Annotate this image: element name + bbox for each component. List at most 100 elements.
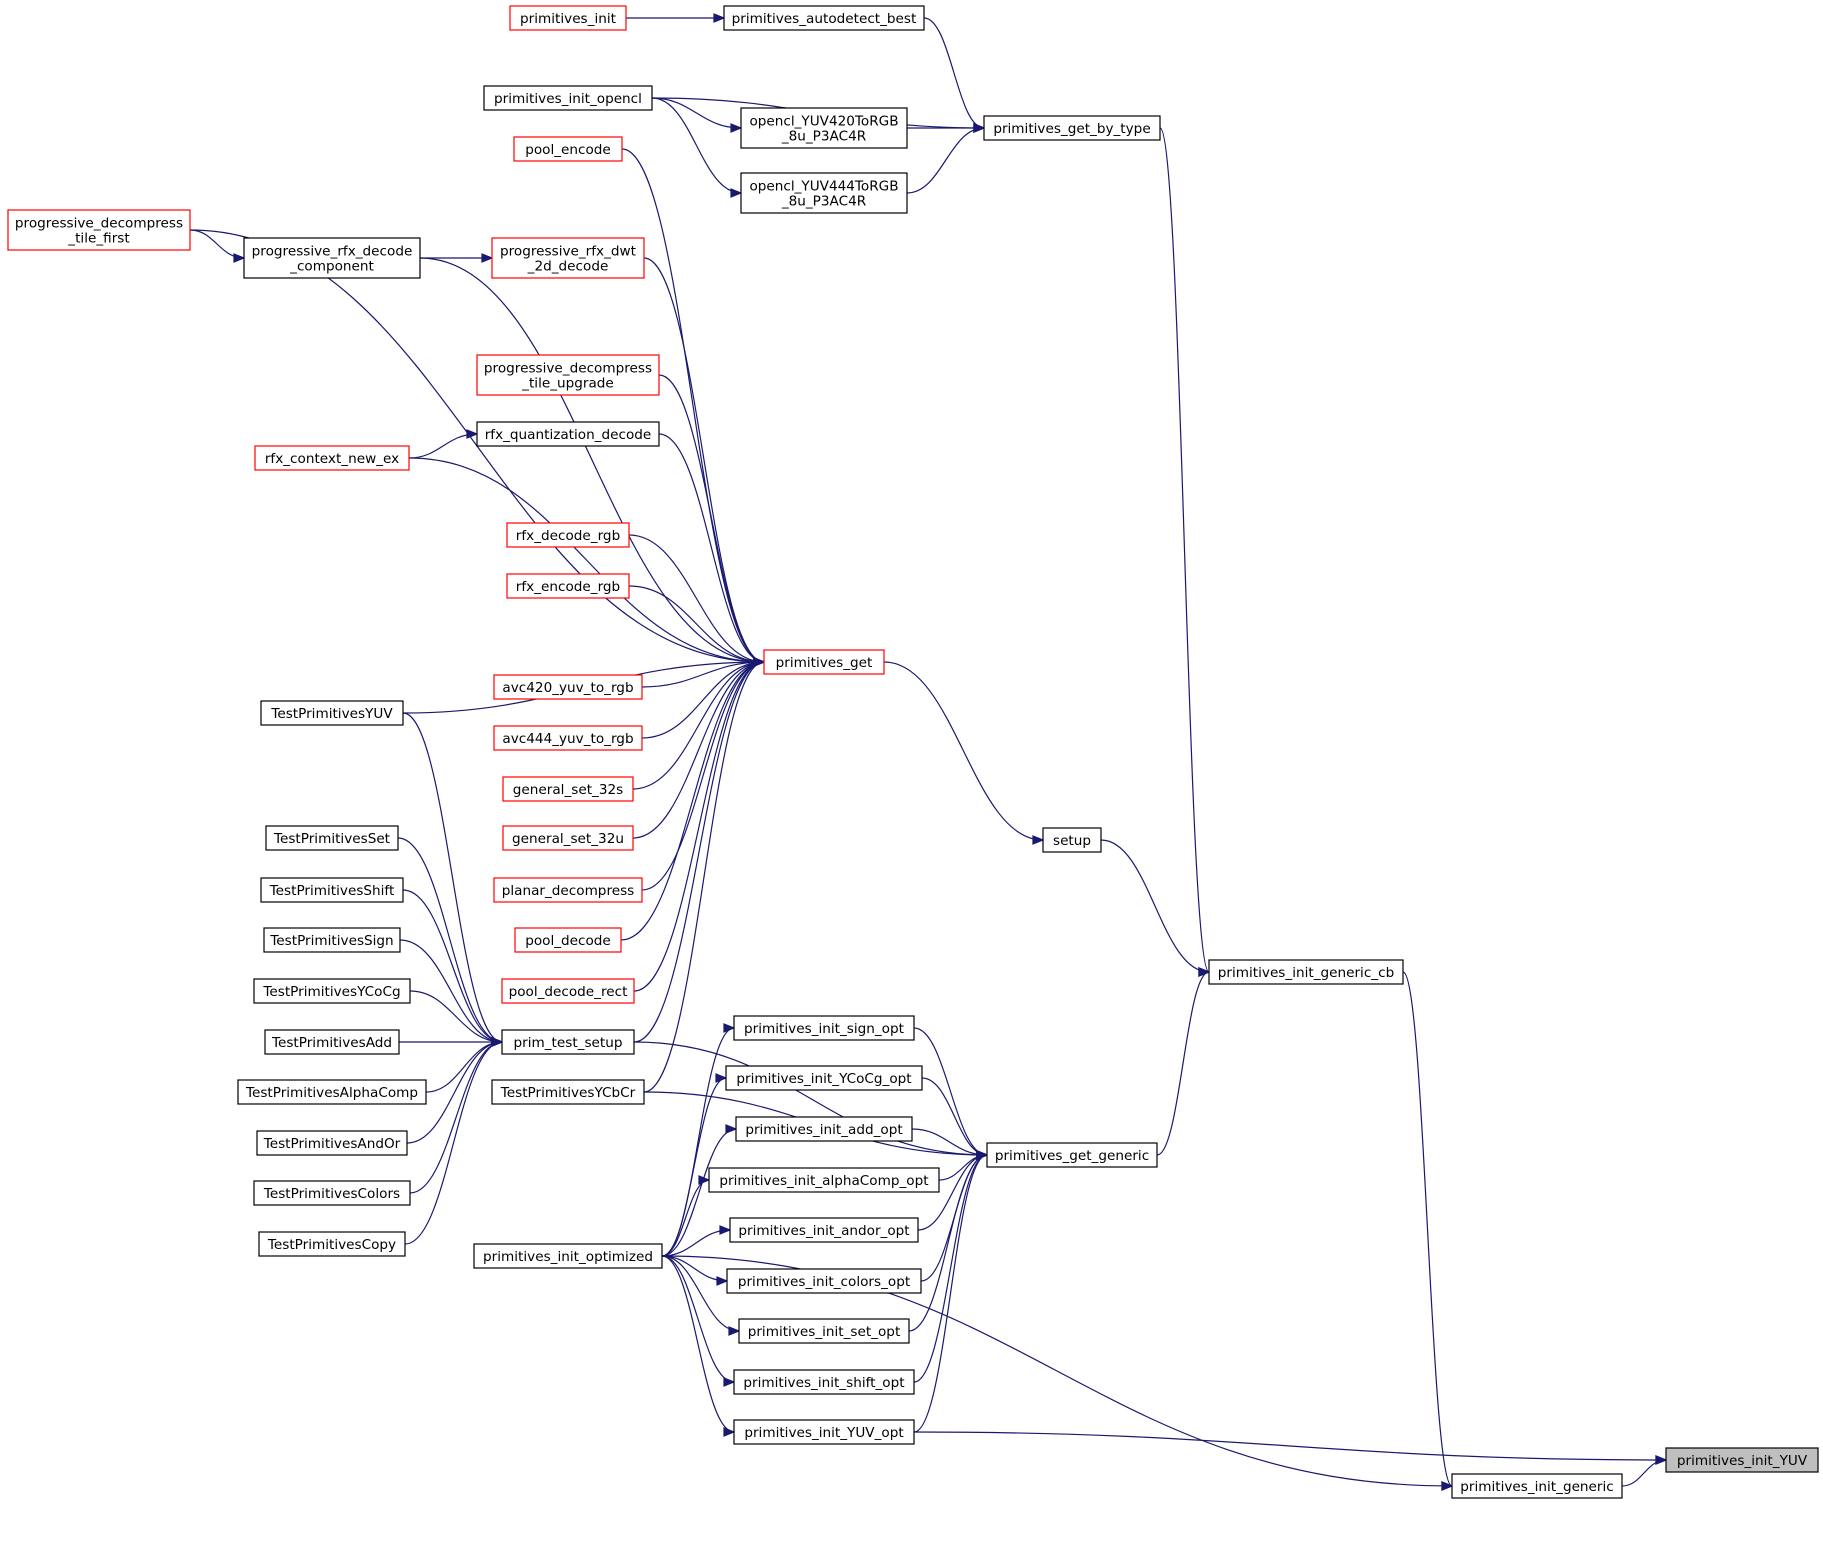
node-testprimitivesalphacomp[interactable]: TestPrimitivesAlphaComp: [237, 1079, 427, 1105]
node-box: [502, 825, 634, 851]
node-label: primitives_init_generic: [1460, 1479, 1614, 1495]
node-box: [1042, 827, 1102, 853]
node-testprimitivescopy[interactable]: TestPrimitivesCopy: [258, 1231, 406, 1257]
node-testprimitivessign[interactable]: TestPrimitivesSign: [263, 927, 401, 953]
node-pool-decode-rect[interactable]: pool_decode_rect: [501, 978, 635, 1004]
node-box: [491, 237, 645, 279]
edge-testprimitivesyuv-to-prim-test-setup: [402, 712, 504, 1047]
node-primitives-get-by-type[interactable]: primitives_get_by_type: [983, 115, 1161, 141]
node-box: [509, 5, 627, 31]
node-label: avc444_yuv_to_rgb: [502, 731, 633, 747]
node-box: [260, 877, 404, 903]
node-avc420-yuv-to-rgb[interactable]: avc420_yuv_to_rgb: [493, 674, 643, 700]
node-testprimitivesshift[interactable]: TestPrimitivesShift: [260, 877, 404, 903]
node-testprimitivesset[interactable]: TestPrimitivesSet: [265, 825, 399, 851]
node-box: [254, 445, 410, 471]
node-box: [253, 978, 411, 1004]
node-pool-encode[interactable]: pool_encode: [513, 136, 623, 162]
edge-primitives-init-generic-cb-to-primitives-init-generic: [1402, 971, 1454, 1491]
node-box: [733, 1015, 915, 1041]
edge-primitives-init-optimized-to-primitives-init-set-opt: [661, 1255, 741, 1336]
node-general-set-32s[interactable]: general_set_32s: [502, 776, 634, 802]
node-box: [501, 1029, 635, 1055]
node-testprimitivesadd[interactable]: TestPrimitivesAdd: [264, 1029, 400, 1055]
node-primitives-init-shift-opt[interactable]: primitives_init_shift_opt: [733, 1369, 915, 1395]
node-label: primitives_autodetect_best: [732, 11, 917, 27]
node-primitives-init-set-opt[interactable]: primitives_init_set_opt: [738, 1318, 910, 1344]
node-primitives-init-ycocg-opt[interactable]: primitives_init_YCoCg_opt: [725, 1065, 923, 1091]
node-label: _tile_first: [67, 231, 129, 247]
node-label: planar_decompress: [502, 883, 635, 899]
node-primitives-get[interactable]: primitives_get: [763, 649, 885, 675]
node-label: primitives_init_generic_cb: [1218, 965, 1394, 981]
node-label: primitives_init_add_opt: [745, 1122, 902, 1138]
node-testprimitivesyuv[interactable]: TestPrimitivesYUV: [260, 700, 404, 726]
node-primitives-init-yuv-opt[interactable]: primitives_init_YUV_opt: [733, 1419, 915, 1445]
node-primitives-init-colors-opt[interactable]: primitives_init_colors_opt: [726, 1268, 922, 1294]
edge-progressive-rfx-dwt-2d-decode-to-primitives-get: [643, 257, 766, 667]
edge-rfx-context-new-ex-to-primitives-get: [408, 457, 766, 667]
node-label: rfx_encode_rgb: [516, 579, 620, 595]
node-opencl-yuv420torgb-8u-p3ac4r[interactable]: opencl_YUV420ToRGB_8u_P3AC4R: [740, 107, 908, 149]
node-label: primitives_init_shift_opt: [743, 1375, 904, 1391]
node-label: general_set_32u: [512, 831, 624, 847]
node-primitives-autodetect-best[interactable]: primitives_autodetect_best: [723, 5, 925, 31]
node-primitives-init[interactable]: primitives_init: [509, 5, 627, 31]
node-pool-decode[interactable]: pool_decode: [514, 927, 622, 953]
edge-testprimitivesshift-to-prim-test-setup: [402, 889, 504, 1047]
node-label: primitives_init_colors_opt: [738, 1274, 910, 1290]
node-rfx-quantization-decode[interactable]: rfx_quantization_decode: [476, 421, 660, 447]
node-primitives-init-andor-opt[interactable]: primitives_init_andor_opt: [729, 1217, 919, 1243]
node-progressive-decompress-tile-upgrade[interactable]: progressive_decompress_tile_upgrade: [476, 354, 660, 396]
node-primitives-get-generic[interactable]: primitives_get_generic: [986, 1142, 1158, 1168]
node-testprimitivescolors[interactable]: TestPrimitivesColors: [253, 1180, 411, 1206]
node-progressive-rfx-dwt-2d-decode[interactable]: progressive_rfx_dwt_2d_decode: [491, 237, 645, 279]
node-avc444-yuv-to-rgb[interactable]: avc444_yuv_to_rgb: [493, 725, 643, 751]
node-rfx-decode-rgb[interactable]: rfx_decode_rgb: [506, 522, 630, 548]
edge-primitives-init-sign-opt-to-primitives-get-generic: [913, 1027, 989, 1160]
node-box: [726, 1268, 922, 1294]
node-box: [263, 927, 401, 953]
node-rfx-encode-rgb[interactable]: rfx_encode_rgb: [506, 573, 630, 599]
node-testprimitivesandor[interactable]: TestPrimitivesAndOr: [256, 1130, 408, 1156]
node-setup[interactable]: setup: [1042, 827, 1102, 853]
node-label: opencl_YUV420ToRGB: [749, 114, 898, 130]
node-label: progressive_rfx_decode: [252, 244, 413, 260]
node-planar-decompress[interactable]: planar_decompress: [493, 877, 643, 903]
node-primitives-init-optimized[interactable]: primitives_init_optimized: [473, 1243, 663, 1269]
node-primitives-init-generic-cb[interactable]: primitives_init_generic_cb: [1208, 959, 1404, 985]
node-primitives-init-opencl[interactable]: primitives_init_opencl: [483, 85, 653, 111]
node-primitives-init-yuv[interactable]: primitives_init_YUV: [1665, 1447, 1819, 1473]
node-opencl-yuv444torgb-8u-p3ac4r[interactable]: opencl_YUV444ToRGB_8u_P3AC4R: [740, 172, 908, 214]
edge-prim-test-setup-to-primitives-get: [633, 657, 766, 1043]
node-primitives-init-alphacomp-opt[interactable]: primitives_init_alphaComp_opt: [708, 1167, 940, 1193]
node-testprimitivesycbcr[interactable]: TestPrimitivesYCbCr: [491, 1079, 645, 1105]
node-label: TestPrimitivesShift: [269, 883, 395, 899]
node-box: [1665, 1447, 1819, 1473]
node-primitives-init-generic[interactable]: primitives_init_generic: [1451, 1473, 1623, 1499]
node-label: primitives_init_set_opt: [748, 1324, 901, 1340]
node-progressive-decompress-tile-first[interactable]: progressive_decompress_tile_first: [7, 209, 191, 251]
node-box: [265, 825, 399, 851]
node-box: [729, 1217, 919, 1243]
node-box: [725, 1065, 923, 1091]
node-general-set-32u[interactable]: general_set_32u: [502, 825, 634, 851]
edge-testprimitivescolors-to-prim-test-setup: [409, 1037, 504, 1194]
edge-primitives-init-optimized-to-primitives-init-yuv-opt: [661, 1255, 736, 1437]
node-prim-test-setup[interactable]: prim_test_setup: [501, 1029, 635, 1055]
node-box: [237, 1079, 427, 1105]
edge-primitives-init-yuv-opt-to-primitives-init-yuv: [913, 1431, 1668, 1465]
node-rfx-context-new-ex[interactable]: rfx_context_new_ex: [254, 445, 410, 471]
node-label: setup: [1053, 833, 1091, 849]
edge-pool-decode-rect-to-primitives-get: [633, 657, 766, 992]
edge-primitives-init-optimized-to-primitives-init-add-opt: [661, 1124, 738, 1257]
node-primitives-init-sign-opt[interactable]: primitives_init_sign_opt: [733, 1015, 915, 1041]
node-label: opencl_YUV444ToRGB: [749, 179, 898, 195]
edge-general-set-32u-to-primitives-get: [632, 657, 766, 839]
node-testprimitivesycocg[interactable]: TestPrimitivesYCoCg: [253, 978, 411, 1004]
node-progressive-rfx-decode-component[interactable]: progressive_rfx_decode_component: [243, 237, 421, 279]
node-primitives-init-add-opt[interactable]: primitives_init_add_opt: [735, 1116, 913, 1142]
node-box: [476, 421, 660, 447]
node-label: TestPrimitivesColors: [263, 1186, 400, 1202]
node-label: primitives_get_generic: [995, 1148, 1149, 1164]
